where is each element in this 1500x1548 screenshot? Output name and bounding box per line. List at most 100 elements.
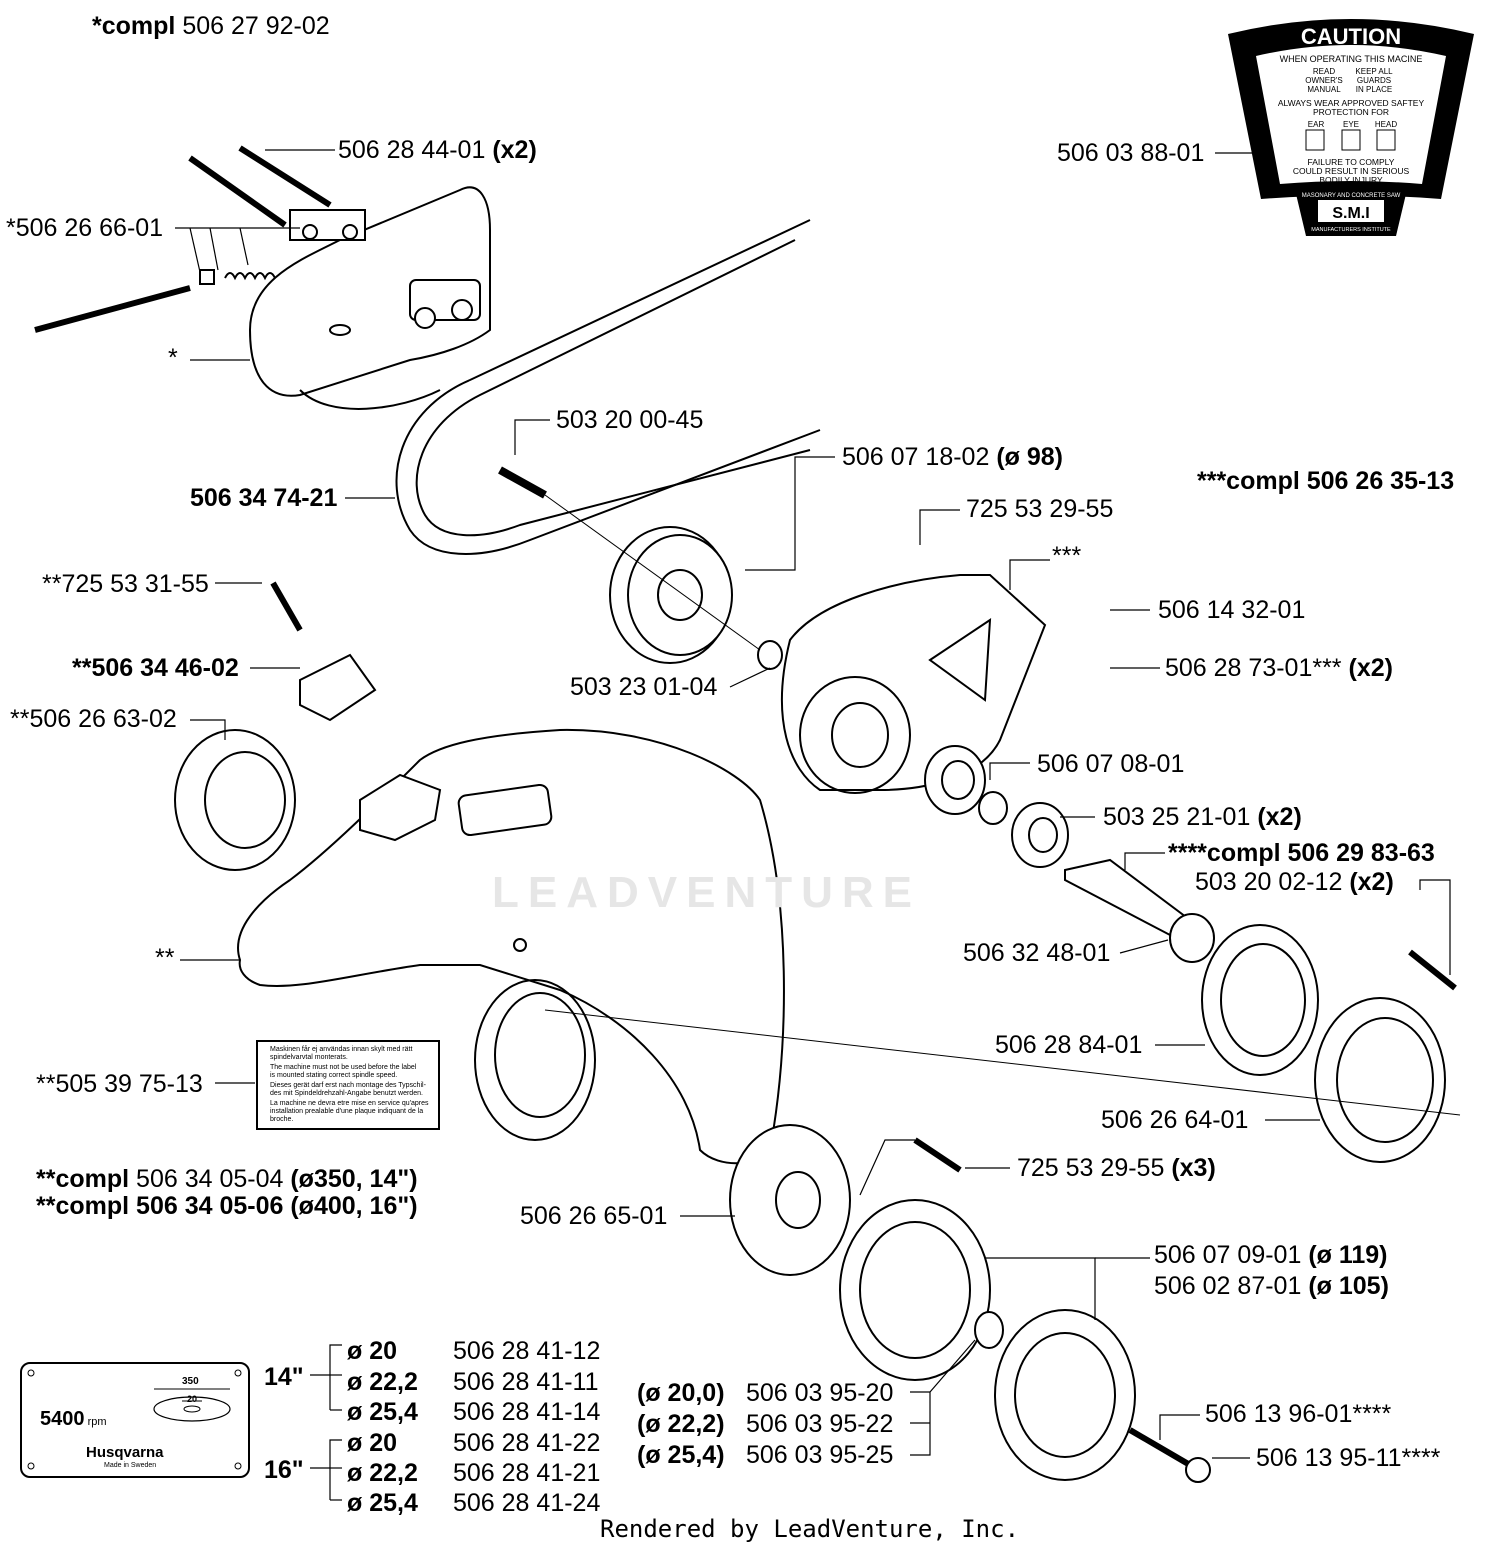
part-label-503200212[interactable]: 503 20 02-12 (x2) bbox=[1195, 868, 1394, 896]
footer-credit: Rendered by LeadVenture, Inc. bbox=[600, 1515, 1020, 1543]
part-number: 503 20 02-12 bbox=[1195, 868, 1343, 896]
warning-label: Maskinen får ej användas innan skylt med… bbox=[256, 1040, 440, 1130]
caution-line: EAR bbox=[1308, 120, 1325, 129]
plate-drawing bbox=[27, 1369, 242, 1470]
part-label-506038801[interactable]: 506 03 88-01 bbox=[1057, 139, 1205, 167]
label-line: spindelvarvtal monterats. bbox=[270, 1054, 348, 1061]
bushing-part[interactable]: 506 03 95-25 bbox=[746, 1441, 894, 1469]
bushing-dia: (ø 20,0) bbox=[637, 1379, 725, 1407]
compl-spec: (ø350, 14") bbox=[290, 1165, 418, 1193]
part-label-725532955a[interactable]: 725 53 29-55 bbox=[966, 495, 1114, 523]
gear-ring bbox=[1201, 924, 1319, 1076]
part-label-506288401[interactable]: 506 28 84-01 bbox=[995, 1031, 1143, 1059]
caution-line: MANUAL bbox=[1307, 85, 1341, 94]
part-dia: (ø 105) bbox=[1308, 1272, 1389, 1300]
compl-spec: (ø400, 16") bbox=[290, 1192, 418, 1220]
bushing-part[interactable]: 506 03 95-22 bbox=[746, 1410, 894, 1438]
bearing bbox=[924, 745, 986, 815]
table-part[interactable]: 506 28 41-21 bbox=[453, 1459, 601, 1487]
compl-number: 506 34 05-04 bbox=[136, 1165, 284, 1193]
compl-number: 506 34 05-06 bbox=[136, 1192, 284, 1220]
part-label-506266501[interactable]: 506 26 65-01 bbox=[520, 1202, 668, 1230]
part-label-star2[interactable]: ** bbox=[155, 944, 175, 972]
part-label-506287301[interactable]: 506 28 73-01*** (x2) bbox=[1165, 654, 1393, 682]
rpm-value: 5400 rpm bbox=[40, 1408, 107, 1431]
part-label-506139511[interactable]: 506 13 95-11**** bbox=[1256, 1444, 1441, 1472]
label-line: des mit Spindeldrehzahl-Angabe benutzt w… bbox=[270, 1090, 423, 1097]
table-part[interactable]: 506 28 41-12 bbox=[453, 1337, 601, 1365]
part-label-506347421[interactable]: 506 34 74-21 bbox=[190, 484, 338, 512]
part-label-506266302[interactable]: **506 26 63-02 bbox=[10, 705, 177, 733]
made-in: Made in Sweden bbox=[104, 1462, 157, 1469]
compl-prefix: **compl bbox=[36, 1192, 130, 1220]
part-label-503200045[interactable]: 503 20 00-45 bbox=[556, 406, 704, 434]
watermark: LEADVENTURE bbox=[492, 868, 922, 917]
part-label-506143201[interactable]: 506 14 32-01 bbox=[1158, 596, 1306, 624]
part-number: 506 28 73-01*** bbox=[1165, 654, 1342, 682]
bushing-dia: (ø 22,2) bbox=[637, 1410, 725, 1438]
label-line: Dieses gerät darf erst nach montage des … bbox=[270, 1082, 426, 1089]
compl-header: *compl 506 27 92-02 bbox=[92, 12, 330, 40]
belt-cover bbox=[780, 574, 1047, 791]
part-number: 506 07 09-01 bbox=[1154, 1241, 1302, 1269]
part-label-506139601[interactable]: 506 13 96-01**** bbox=[1205, 1400, 1392, 1428]
table-part[interactable]: 506 28 41-14 bbox=[453, 1398, 601, 1426]
caution-line: READ bbox=[1313, 67, 1335, 76]
compl-guard-14[interactable]: **compl 506 34 05-04 (ø350, 14") bbox=[36, 1165, 418, 1193]
part-dia: (ø 119) bbox=[1308, 1241, 1388, 1269]
rpm-number: 5400 bbox=[40, 1408, 85, 1430]
part-label-503252101[interactable]: 503 25 21-01 (x2) bbox=[1103, 803, 1302, 831]
seal-ring bbox=[174, 729, 296, 871]
part-label-725532955b[interactable]: 725 53 29-55 (x3) bbox=[1017, 1154, 1216, 1182]
part-qty: (x3) bbox=[1171, 1154, 1216, 1182]
part-label-506266401[interactable]: 506 26 64-01 bbox=[1101, 1106, 1249, 1134]
compl-prefix: *compl bbox=[92, 12, 176, 40]
inner-flange bbox=[729, 1124, 851, 1276]
table-part[interactable]: 506 28 41-11 bbox=[453, 1368, 599, 1396]
part-label-506284401[interactable]: 506 28 44-01 (x2) bbox=[338, 136, 537, 164]
caution-decal: CAUTION WHEN OPERATING THIS MACINE READ … bbox=[1228, 19, 1474, 236]
table-dia: ø 22,2 bbox=[347, 1459, 418, 1487]
part-label-506071802[interactable]: 506 07 18-02 (ø 98) bbox=[842, 443, 1063, 471]
table-dia: ø 22,2 bbox=[347, 1368, 418, 1396]
part-qty: (x2) bbox=[1348, 654, 1393, 682]
caution-line: MANUFACTURERS INSTITUTE bbox=[1311, 227, 1391, 233]
compl-guard-16[interactable]: **compl 506 34 05-06 (ø400, 16") bbox=[36, 1192, 418, 1220]
label-line: is mounted stating correct spindle speed… bbox=[270, 1072, 398, 1079]
caution-title: CAUTION bbox=[1301, 24, 1401, 49]
caution-line: WHEN OPERATING THIS MACINE bbox=[1280, 54, 1423, 64]
part-number: 506 07 18-02 bbox=[842, 443, 990, 471]
part-label-compl-506263513[interactable]: ***compl 506 26 35-13 bbox=[1197, 467, 1455, 495]
dim-inner: 20 bbox=[187, 1394, 198, 1404]
table-part[interactable]: 506 28 41-24 bbox=[453, 1489, 601, 1517]
bearing bbox=[1011, 802, 1069, 868]
label-line: installation prealable d'une plaque indi… bbox=[270, 1108, 424, 1115]
part-label-506070901[interactable]: 506 07 09-01 (ø 119) bbox=[1154, 1241, 1388, 1269]
part-label-503230104[interactable]: 503 23 01-04 bbox=[570, 673, 718, 701]
part-label-compl-506298363[interactable]: ****compl 506 29 83-63 bbox=[1168, 839, 1435, 867]
part-dia: (ø 98) bbox=[996, 443, 1063, 471]
table-dia: ø 20 bbox=[347, 1337, 398, 1365]
part-label-725533155[interactable]: **725 53 31-55 bbox=[42, 570, 209, 598]
caution-line: MASONARY AND CONCRETE SAW bbox=[1302, 193, 1401, 199]
part-number: 506 02 87-01 bbox=[1154, 1272, 1302, 1300]
dim-outer: 350 bbox=[182, 1376, 199, 1387]
toothed-ring bbox=[1314, 997, 1446, 1163]
outer-flange bbox=[839, 1199, 991, 1381]
part-label-506028701[interactable]: 506 02 87-01 (ø 105) bbox=[1154, 1272, 1389, 1300]
part-label-506070801[interactable]: 506 07 08-01 bbox=[1037, 750, 1185, 778]
table-part[interactable]: 506 28 41-22 bbox=[453, 1429, 601, 1457]
table-dia: ø 20 bbox=[347, 1429, 398, 1457]
part-label-506324801[interactable]: 506 32 48-01 bbox=[963, 939, 1111, 967]
part-label-506266601[interactable]: *506 26 66-01 bbox=[6, 214, 164, 242]
part-label-star3[interactable]: *** bbox=[1052, 542, 1082, 570]
part-label-505397513[interactable]: **505 39 75-13 bbox=[36, 1070, 203, 1098]
caution-line: FAILURE TO COMPLY bbox=[1308, 157, 1395, 167]
bushing-part[interactable]: 506 03 95-20 bbox=[746, 1379, 894, 1407]
caution-line: ALWAYS WEAR APPROVED SAFTEY bbox=[1278, 98, 1425, 108]
table-dia: ø 25,4 bbox=[347, 1398, 418, 1426]
part-label-star1[interactable]: * bbox=[168, 344, 178, 372]
compl-prefix: **compl bbox=[36, 1165, 130, 1193]
part-label-506344602[interactable]: **506 34 46-02 bbox=[72, 654, 239, 682]
